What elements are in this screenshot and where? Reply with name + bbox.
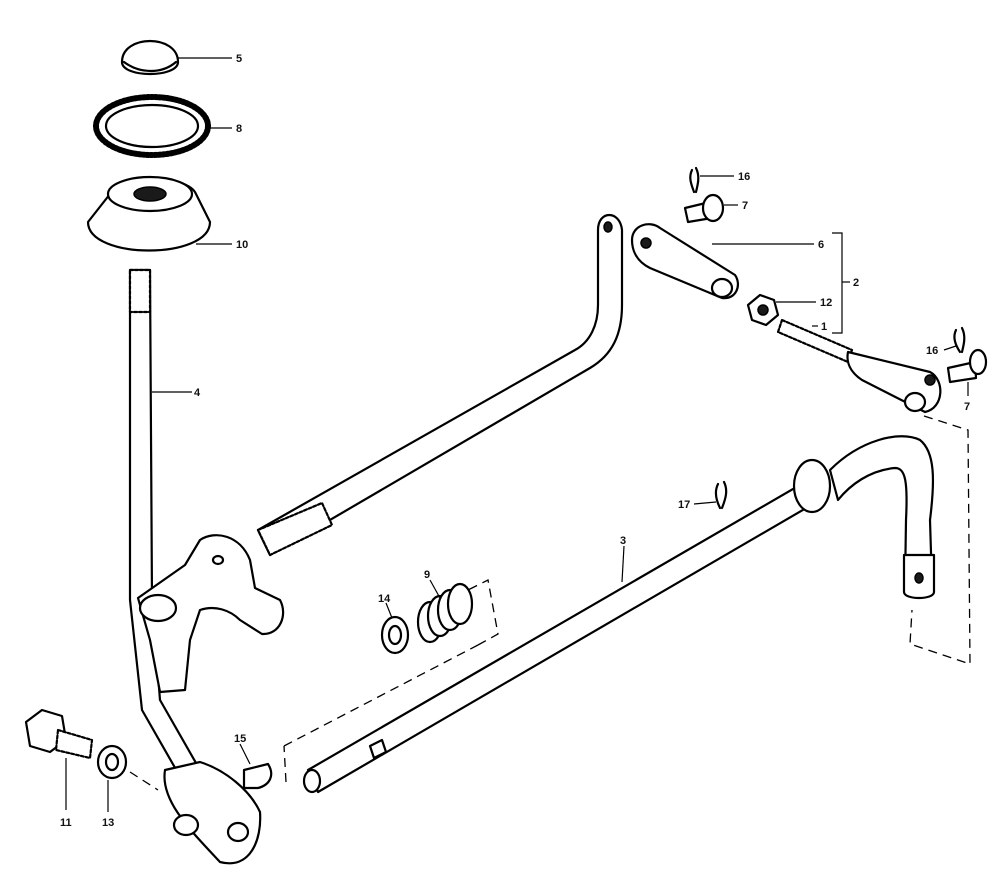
callout-3: 3 bbox=[620, 535, 626, 547]
clevis-pin-top bbox=[683, 193, 725, 224]
cotter-pin-top bbox=[689, 166, 700, 194]
callout-16-right: 16 bbox=[926, 345, 938, 357]
upper-shift-rod bbox=[256, 213, 624, 557]
callout-16-top: 16 bbox=[738, 171, 750, 183]
callout-2: 2 bbox=[853, 277, 859, 289]
callout-4: 4 bbox=[194, 387, 201, 399]
cotter-pin-17 bbox=[714, 480, 728, 510]
leader-lines bbox=[65, 57, 969, 812]
lock-washer bbox=[96, 744, 128, 780]
callout-labels: 5 8 10 4 16 7 6 2 12 1 16 7 17 3 9 14 15… bbox=[60, 53, 970, 829]
callout-9: 9 bbox=[424, 569, 430, 581]
callout-14: 14 bbox=[378, 593, 391, 605]
assembly-guides bbox=[129, 415, 971, 791]
callout-7-right: 7 bbox=[964, 401, 970, 413]
callout-7-top: 7 bbox=[742, 200, 748, 212]
clevis-upper bbox=[630, 223, 739, 300]
spring bbox=[416, 582, 474, 644]
knob-cap bbox=[120, 40, 180, 76]
selector-fork bbox=[136, 534, 285, 694]
lower-shift-rod bbox=[302, 435, 936, 794]
rubber-boot bbox=[86, 175, 212, 252]
gear-lever bbox=[128, 268, 262, 865]
bolt bbox=[24, 708, 94, 760]
callout-11: 11 bbox=[60, 817, 72, 829]
callout-8-ring: 8 bbox=[236, 123, 242, 135]
callout-12: 12 bbox=[820, 297, 832, 309]
callout-6: 6 bbox=[818, 239, 824, 251]
clevis-lower bbox=[846, 350, 942, 414]
callout-10: 10 bbox=[236, 239, 248, 251]
woodruff-key bbox=[242, 762, 273, 790]
callout-1: 1 bbox=[821, 321, 827, 333]
callout-15: 15 bbox=[234, 733, 246, 745]
cotter-pin-right bbox=[953, 326, 966, 354]
callout-5: 5 bbox=[236, 53, 242, 65]
washer bbox=[380, 615, 410, 655]
clevis-pin-right bbox=[946, 348, 988, 384]
hex-nut bbox=[746, 293, 780, 327]
callout-17: 17 bbox=[678, 499, 690, 511]
callout-13: 13 bbox=[102, 817, 114, 829]
retaining-ring bbox=[93, 94, 211, 158]
